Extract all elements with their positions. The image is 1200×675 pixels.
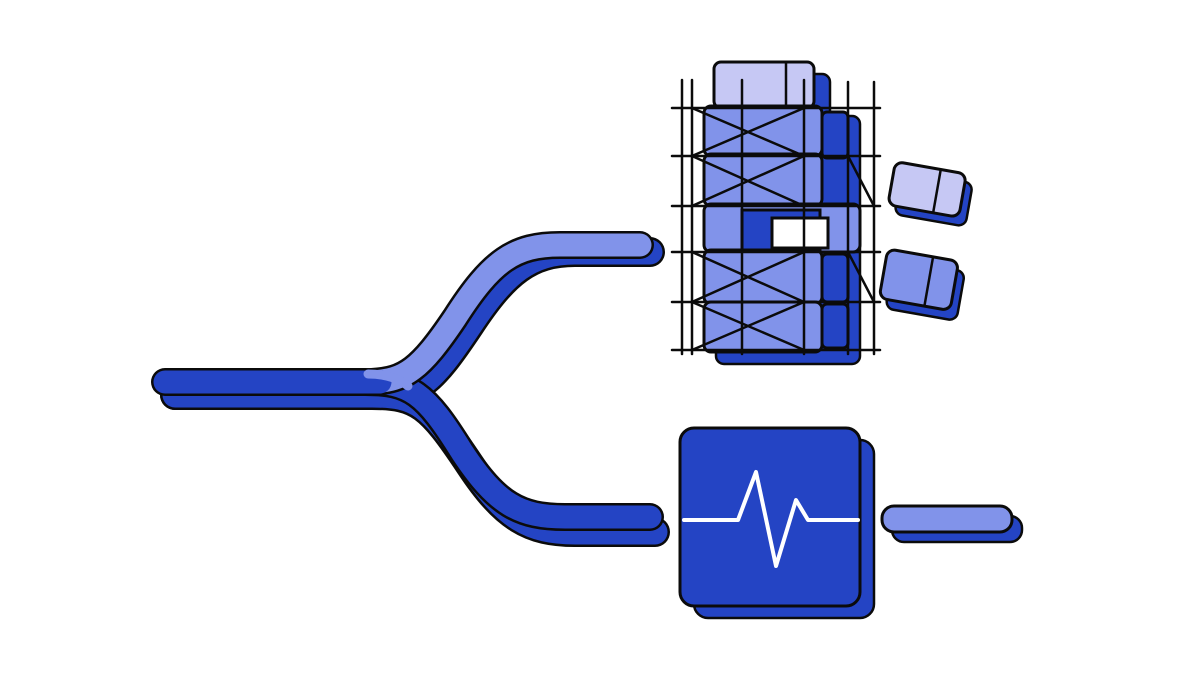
junction-highlight: [363, 369, 413, 391]
heartbeat-line: [682, 470, 860, 568]
detached-block-lower: [878, 248, 965, 321]
monitor-box: [678, 426, 862, 608]
side-panel-2: [820, 252, 850, 304]
scaffold-brace-6: [690, 250, 806, 304]
scaffolded-building-icon: [670, 60, 973, 366]
scaffold-brace-4: [690, 154, 806, 208]
top-block: [712, 60, 816, 110]
scaffold-brace-2: [690, 106, 806, 158]
scaffold-brace-10: [846, 250, 876, 304]
scaffold-brace-9: [846, 154, 876, 208]
upper-branch: [358, 231, 654, 396]
output-bar-icon: [880, 504, 1024, 544]
side-panel-3: [820, 302, 850, 350]
scaffold-brace-8: [690, 300, 806, 352]
output-bar: [880, 504, 1014, 534]
heartbeat-monitor-icon: [678, 426, 876, 620]
branching-pipe-icon: [151, 231, 670, 547]
side-panel-1: [820, 110, 850, 160]
scaffolding: [670, 78, 882, 356]
window-opening: [770, 216, 830, 250]
detached-block-upper: [887, 161, 973, 227]
